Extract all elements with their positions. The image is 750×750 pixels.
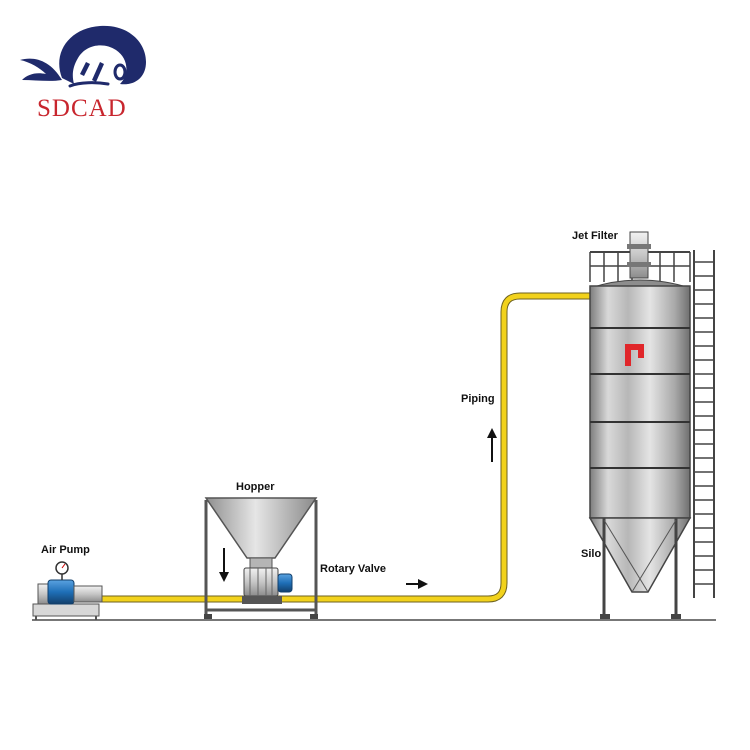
silo-ladder [693, 250, 715, 598]
label-air-pump: Air Pump [41, 544, 90, 556]
label-hopper: Hopper [236, 481, 275, 493]
label-silo: Silo [581, 548, 602, 560]
whale-logo [20, 25, 147, 88]
brand-name: SDCAD [37, 95, 127, 122]
flow-arrow-down [219, 548, 229, 582]
rotary-valve [242, 567, 293, 604]
conveying-pipe [100, 292, 593, 603]
label-piping: Piping [461, 393, 495, 405]
label-jet-filter: Jet Filter [572, 230, 618, 242]
silo-brand-mark [625, 344, 644, 366]
flow-arrow-right [406, 579, 428, 589]
flow-arrow-up [487, 428, 497, 462]
hopper [204, 497, 318, 619]
air-pump [32, 561, 103, 620]
label-rotary-valve: Rotary Valve [320, 563, 387, 575]
silo [588, 279, 692, 619]
jet-filter [627, 231, 651, 279]
